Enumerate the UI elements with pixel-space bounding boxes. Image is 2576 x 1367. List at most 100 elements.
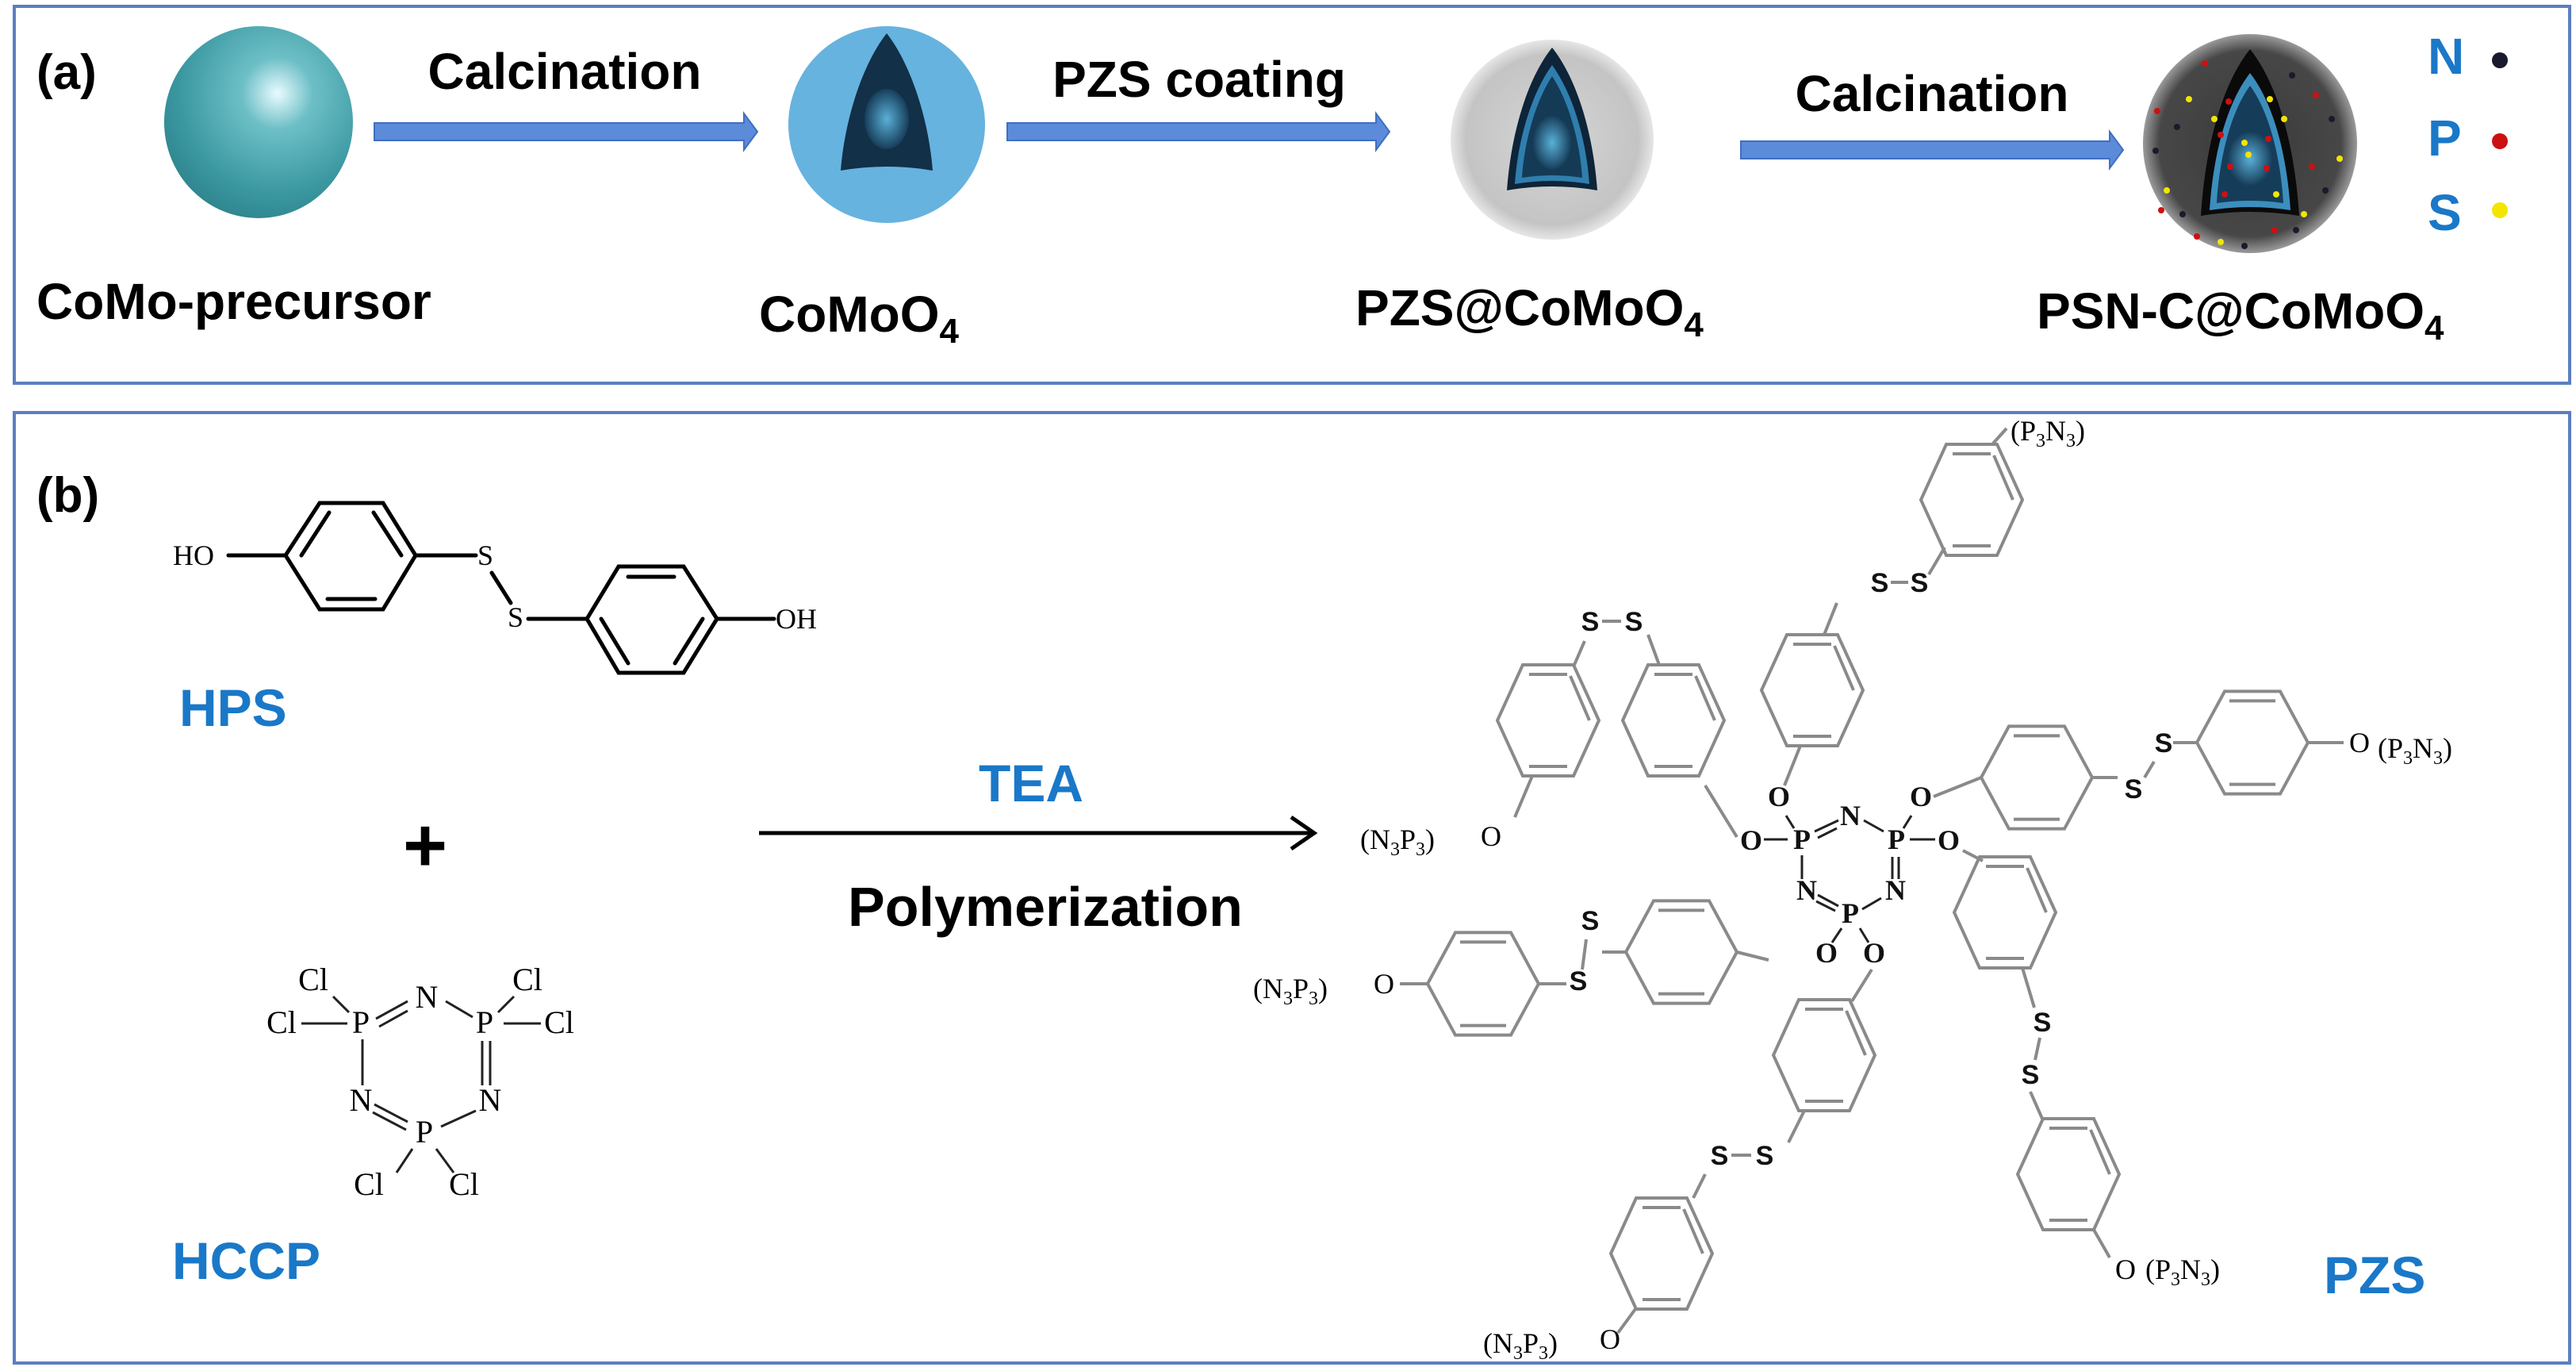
pzs-bond (1783, 745, 1802, 786)
ring-double-bond (2026, 867, 2048, 913)
pzs-bond (1962, 849, 1984, 862)
pzs-como4-sphere (1451, 40, 1654, 240)
pzs-bond (2021, 967, 2036, 1008)
pzs-disulfide-s: S (2022, 1060, 2040, 1090)
dopant-dot (2164, 187, 2170, 194)
pzs-disulfide-s: S (1711, 1141, 1729, 1171)
pzs-core-p: P (1793, 824, 1811, 855)
pzs-disulfide-s: S (2034, 1008, 2052, 1038)
hccp-bond (440, 1109, 477, 1128)
pzs-ring (1620, 663, 1727, 778)
pzs-bond (1573, 640, 1586, 666)
pzs-core-n: N (1796, 874, 1817, 906)
step-label-calcination-1: Calcination (428, 43, 702, 100)
stage-name-pzs-como4: PZS@CoMoO4 (1355, 279, 1704, 344)
pzs-ring (1623, 899, 1739, 1005)
dopant-dot (2264, 165, 2270, 171)
pzs-disulfide-s: S (1570, 966, 1588, 996)
legend-dot-n (2492, 52, 2508, 68)
hccp-atom-n: N (416, 979, 439, 1015)
hccp-bond (435, 1148, 455, 1173)
pzs-linker-o: O (2349, 727, 2370, 758)
stage-name-como-precursor: CoMo-precursor (36, 273, 431, 330)
dopant-dot (2227, 163, 2233, 170)
pzs-ring (1759, 633, 1865, 747)
dopant-dot (2322, 187, 2329, 194)
pzs-ring (1425, 931, 1541, 1037)
legend-label-n: N (2428, 28, 2464, 85)
pzs-end-group: (P3N3) (2011, 415, 2085, 451)
pzs-ring (2015, 1117, 2122, 1231)
dopant-dot (2179, 211, 2186, 217)
pzs-disulfide-s: S (1871, 568, 1889, 598)
psnc-como4-sphere (2143, 34, 2357, 253)
dopant-dot (2218, 132, 2224, 138)
dopant-dot (2336, 156, 2343, 162)
hps-label: HPS (179, 678, 287, 737)
hccp-atom-p: P (352, 1004, 370, 1040)
pzs-core-bond (1858, 927, 1870, 943)
hps-ho-group: HO (173, 540, 214, 571)
pzs-core-bond (1817, 827, 1838, 839)
legend-item-p: P (2428, 109, 2508, 167)
hccp-atom-n: N (479, 1082, 502, 1118)
hccp-atom-cl: Cl (512, 962, 542, 997)
dopant-dot (2281, 116, 2287, 122)
ring-double-bond (1569, 675, 1591, 721)
dopant-dot (2241, 140, 2248, 146)
pzs-bond (1704, 784, 1738, 839)
dopant-dot (2293, 227, 2299, 233)
hps-sulfur-2: S (508, 601, 523, 633)
hps-molecule: HO S S OH (173, 501, 817, 675)
pzs-ring (1952, 855, 2058, 970)
dopant-dot (2245, 152, 2252, 158)
pzs-end-group: (P3N3) (2145, 1254, 2220, 1290)
pzs-linker-o: O (1815, 937, 1838, 969)
pzs-bond (2092, 1229, 2111, 1258)
dopant-dot (2313, 92, 2319, 98)
dopant-dot (2271, 227, 2278, 233)
dopant-dot (2265, 136, 2271, 142)
pzs-bond (1933, 776, 1982, 798)
panel-b-frame (13, 411, 2571, 1365)
pzs-linker-o: O (1768, 781, 1790, 812)
pzs-linker-o: O (1374, 968, 1394, 1000)
ring-double-bond (1694, 675, 1716, 721)
pzs-bond (2143, 760, 2156, 779)
dopant-dot (2221, 191, 2228, 198)
hccp-label: HCCP (172, 1231, 320, 1290)
pzs-bond (1787, 1110, 1806, 1143)
ring-double-bond (1992, 455, 2014, 501)
pzs-linker-o: O (2115, 1254, 2136, 1285)
pzs-core-bond (1814, 819, 1839, 833)
dopant-dot (2211, 116, 2218, 122)
pzs-ring (1495, 663, 1601, 778)
pzs-bond (2029, 1091, 2044, 1119)
dopant-dot (2174, 124, 2180, 130)
ring-double-bond (1845, 1010, 1867, 1056)
dopant-dot (2329, 116, 2335, 122)
pzs-bond (1616, 1307, 1637, 1334)
pzs-core-p: P (1888, 824, 1905, 855)
pzs-core-bond (1902, 815, 1913, 829)
hccp-bond (395, 1148, 414, 1173)
pzs-end-group: (N3P3) (1483, 1327, 1558, 1364)
pzs-linker-o: O (1600, 1323, 1620, 1355)
stage-name-psnc-como4: PSN-C@CoMoO4 (2037, 282, 2444, 348)
dopant-dot (2225, 98, 2232, 105)
pzs-disulfide-s: S (1756, 1141, 1774, 1171)
hccp-atom-cl: Cl (298, 962, 328, 997)
pzs-core-bond (1830, 927, 1843, 943)
hps-sulfur-1: S (477, 540, 493, 571)
pzs-bond (1823, 602, 1838, 636)
legend-label-s: S (2428, 184, 2462, 241)
pzs-end-group: (N3P3) (1360, 824, 1435, 860)
pzs-ring (1979, 724, 2095, 831)
hccp-atom-p: P (476, 1004, 493, 1040)
legend-dot-s (2492, 202, 2508, 218)
pzs-disulfide-s: S (1911, 568, 1929, 598)
legend-dot-p (2492, 133, 2508, 149)
panel-a-label: (a) (36, 45, 97, 100)
